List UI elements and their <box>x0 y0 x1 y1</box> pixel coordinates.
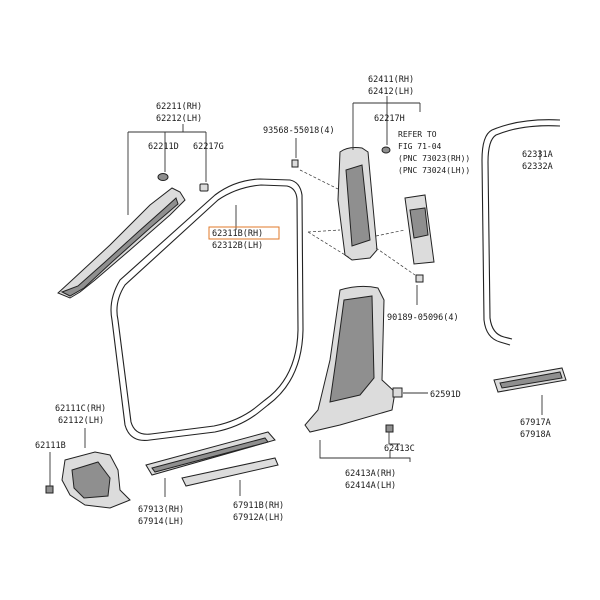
label-62112: 62112(LH) <box>58 416 104 426</box>
a-pillar-garnish <box>57 173 209 299</box>
label-62412: 62412(LH) <box>368 87 414 97</box>
scuff-plates <box>145 367 567 487</box>
b-pillar-lower-garnish <box>304 285 403 433</box>
label-62331a: 62331A <box>522 150 553 160</box>
label-62411: 62411(RH) <box>368 75 414 85</box>
clip-62217h-icon <box>381 146 391 154</box>
scuff-plate-middle <box>181 457 279 487</box>
label-62111c: 62111C(RH) <box>55 404 106 414</box>
label-62211: 62211(RH) <box>156 102 202 112</box>
label-62413a: 62413A(RH) <box>345 469 396 479</box>
clip-90189-icon <box>415 274 424 283</box>
clip-62413c-icon <box>385 424 394 433</box>
label-93568: 93568-55018(4) <box>263 126 335 136</box>
refer-line-2: FIG 71-04 <box>398 142 442 151</box>
b-pillar-upper-garnish <box>291 146 435 283</box>
label-62414a: 62414A(LH) <box>345 481 396 491</box>
cowl-side-trim <box>45 451 131 509</box>
label-67913: 67913(RH) <box>138 505 184 515</box>
part-labels: 62211(RH) 62212(LH) 62211D 62217G 62311B… <box>35 75 553 527</box>
refer-line-1: REFER TO <box>398 130 437 139</box>
label-62211d: 62211D <box>148 142 179 152</box>
label-67914: 67914(LH) <box>138 517 184 527</box>
label-62311b: 62311B(RH) <box>212 229 263 239</box>
label-62217g: 62217G <box>193 142 224 152</box>
refer-line-3: (PNC 73023(RH)) <box>398 154 470 163</box>
label-62312b: 62312B(LH) <box>212 241 263 251</box>
label-62217h: 62217H <box>374 114 405 124</box>
label-90189: 90189-05096(4) <box>387 313 459 323</box>
clip-62217g-icon <box>199 183 209 192</box>
clip-62111b-icon <box>45 485 54 494</box>
rear-door-weatherstrip <box>481 119 561 346</box>
label-67918a: 67918A <box>520 430 551 440</box>
refer-line-4: (PNC 73024(LH)) <box>398 166 470 175</box>
clip-62591d-icon <box>392 387 403 398</box>
label-62111b: 62111B <box>35 441 66 451</box>
highlight-box <box>208 226 280 240</box>
label-62332a: 62332A <box>522 162 553 172</box>
door-weatherstrip <box>110 178 304 441</box>
label-67912a: 67912A(LH) <box>233 513 284 523</box>
screw-icon <box>291 159 299 168</box>
label-62212: 62212(LH) <box>156 114 202 124</box>
label-67917a: 67917A <box>520 418 551 428</box>
label-67911b: 67911B(RH) <box>233 501 284 511</box>
clip-62211d-icon <box>157 173 169 181</box>
label-62591d: 62591D <box>430 390 461 400</box>
leader-lines <box>49 96 543 497</box>
label-62413c: 62413C <box>384 444 415 454</box>
